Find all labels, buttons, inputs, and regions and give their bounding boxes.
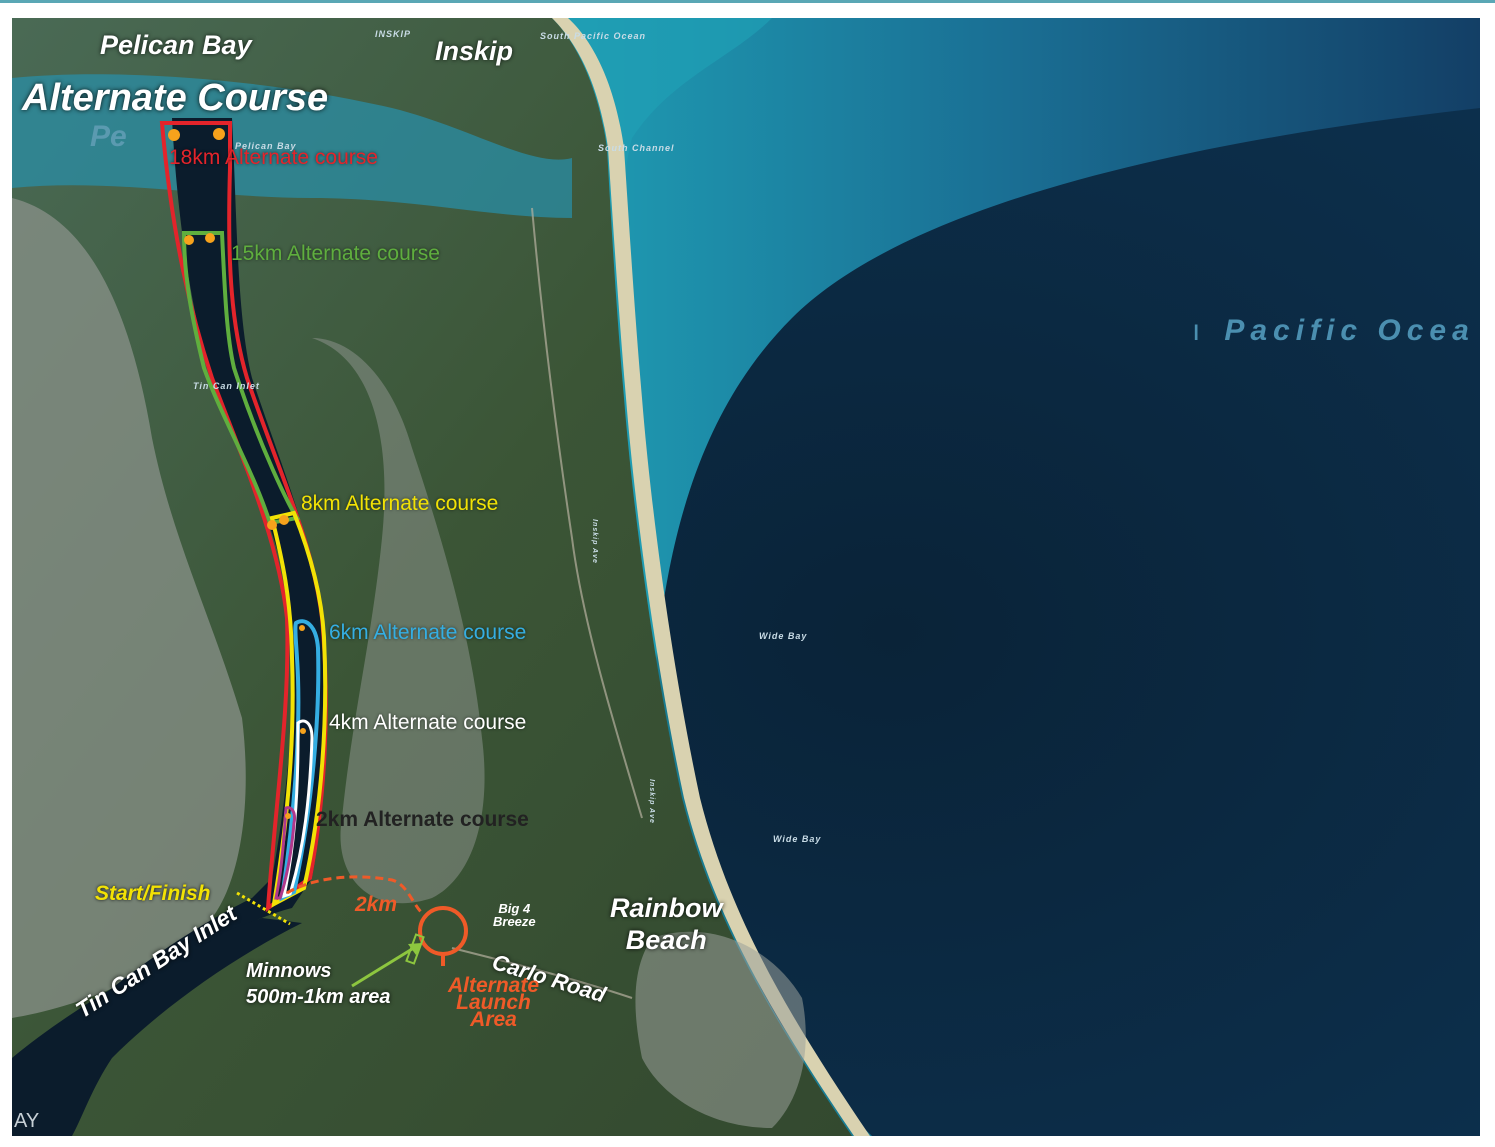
basemap-wide-bay-2: Wide Bay [773,834,822,844]
course-label-18km[interactable]: 18km Alternate course [169,146,378,169]
label-pelican-bay: Pelican Bay [100,30,252,60]
label-big4-line2: Breeze [493,914,536,929]
buoy-6km [299,625,305,631]
label-minnows-line1: Minnows [246,960,332,982]
label-big4-breeze: Big 4 Breeze [493,902,536,928]
ocean-shallow [532,18,1480,1136]
satellite-map[interactable]: Pelican Bay Inskip Alternate Course INSK… [12,18,1480,1136]
label-rainbow-line1: Rainbow [610,893,723,923]
minnows-arrow [351,944,418,988]
buoy-15km-a [184,235,194,245]
page-title: Alternate Course [22,77,329,119]
basemap-inskip: INSKIP [375,29,412,39]
buoy-8km-b [279,515,289,525]
carlo-road-line [451,947,633,999]
buoy-18km-b [213,128,225,140]
course-4km-outline [281,719,314,899]
course-label-6km[interactable]: 6km Alternate course [329,621,527,644]
label-start-finish: Start/Finish [95,882,211,905]
buoy-18km-a [168,129,180,141]
beach-strip [552,18,870,1136]
basemap-pe: Pe [90,120,127,153]
label-rainbow-line2: Beach [625,925,707,956]
buoy-2km [285,813,291,819]
course-label-15km[interactable]: 15km Alternate course [231,242,440,265]
basemap-south-pacific: South Pacific Ocean [540,31,647,41]
course-18km-outline [159,121,328,913]
basemap-pelican-bay: Pelican Bay [235,141,297,151]
course-label-8km[interactable]: 8km Alternate course [301,492,499,515]
start-finish-line [236,891,291,926]
top-border-line [0,0,1495,3]
label-minnows-line2: 500m-1km area [246,986,391,1008]
course-6km-outline [279,619,321,902]
course-8km-outline [269,510,328,908]
inskip-road [531,207,643,819]
label-alt-launch-line2: Launch [456,990,531,1014]
basemap-inskip-ave-1: Inskip Ave [590,519,598,564]
basemap-wide-bay-1: Wide Bay [759,631,808,641]
label-rainbow-beach: Rainbow Beach [610,892,723,957]
route-2km-dashed [286,875,424,915]
tin-can-bay-inlet-water [12,918,302,1136]
basemap-inskip-ave-2: Inskip Ave [647,779,655,824]
label-big4-line1: Big 4 [498,901,531,916]
label-alt-launch-line1: Alternate [448,974,540,997]
minnows-area-box [405,933,425,965]
buoy-4km [300,728,306,734]
label-corner-ay: AY [14,1110,40,1132]
label-2km-route: 2km [355,893,398,916]
map-canvas [12,18,1480,1136]
town-area [635,931,806,1128]
label-minnows: Minnows 500m-1km area [246,958,391,1010]
label-alt-launch-line3: Area [470,1007,517,1031]
basemap-tin-can-inlet: Tin Can Inlet [193,381,260,391]
pelican-bay-water [12,74,572,218]
inlet-channel [12,118,327,1136]
buoy-15km-b [205,233,215,243]
buoy-8km-a [267,520,277,530]
course-label-2km[interactable]: 2km Alternate course [316,808,529,831]
label-alternate-launch-area: Alternate Launch Area [448,974,540,1031]
course-label-4km[interactable]: 4km Alternate course [329,711,527,734]
label-inskip: Inskip [435,36,514,66]
tidal-flats-mid [312,338,485,904]
course-2km-outline [274,806,296,900]
tidal-flats-west [12,198,246,1018]
basemap-south-channel: South Channel [598,143,675,153]
